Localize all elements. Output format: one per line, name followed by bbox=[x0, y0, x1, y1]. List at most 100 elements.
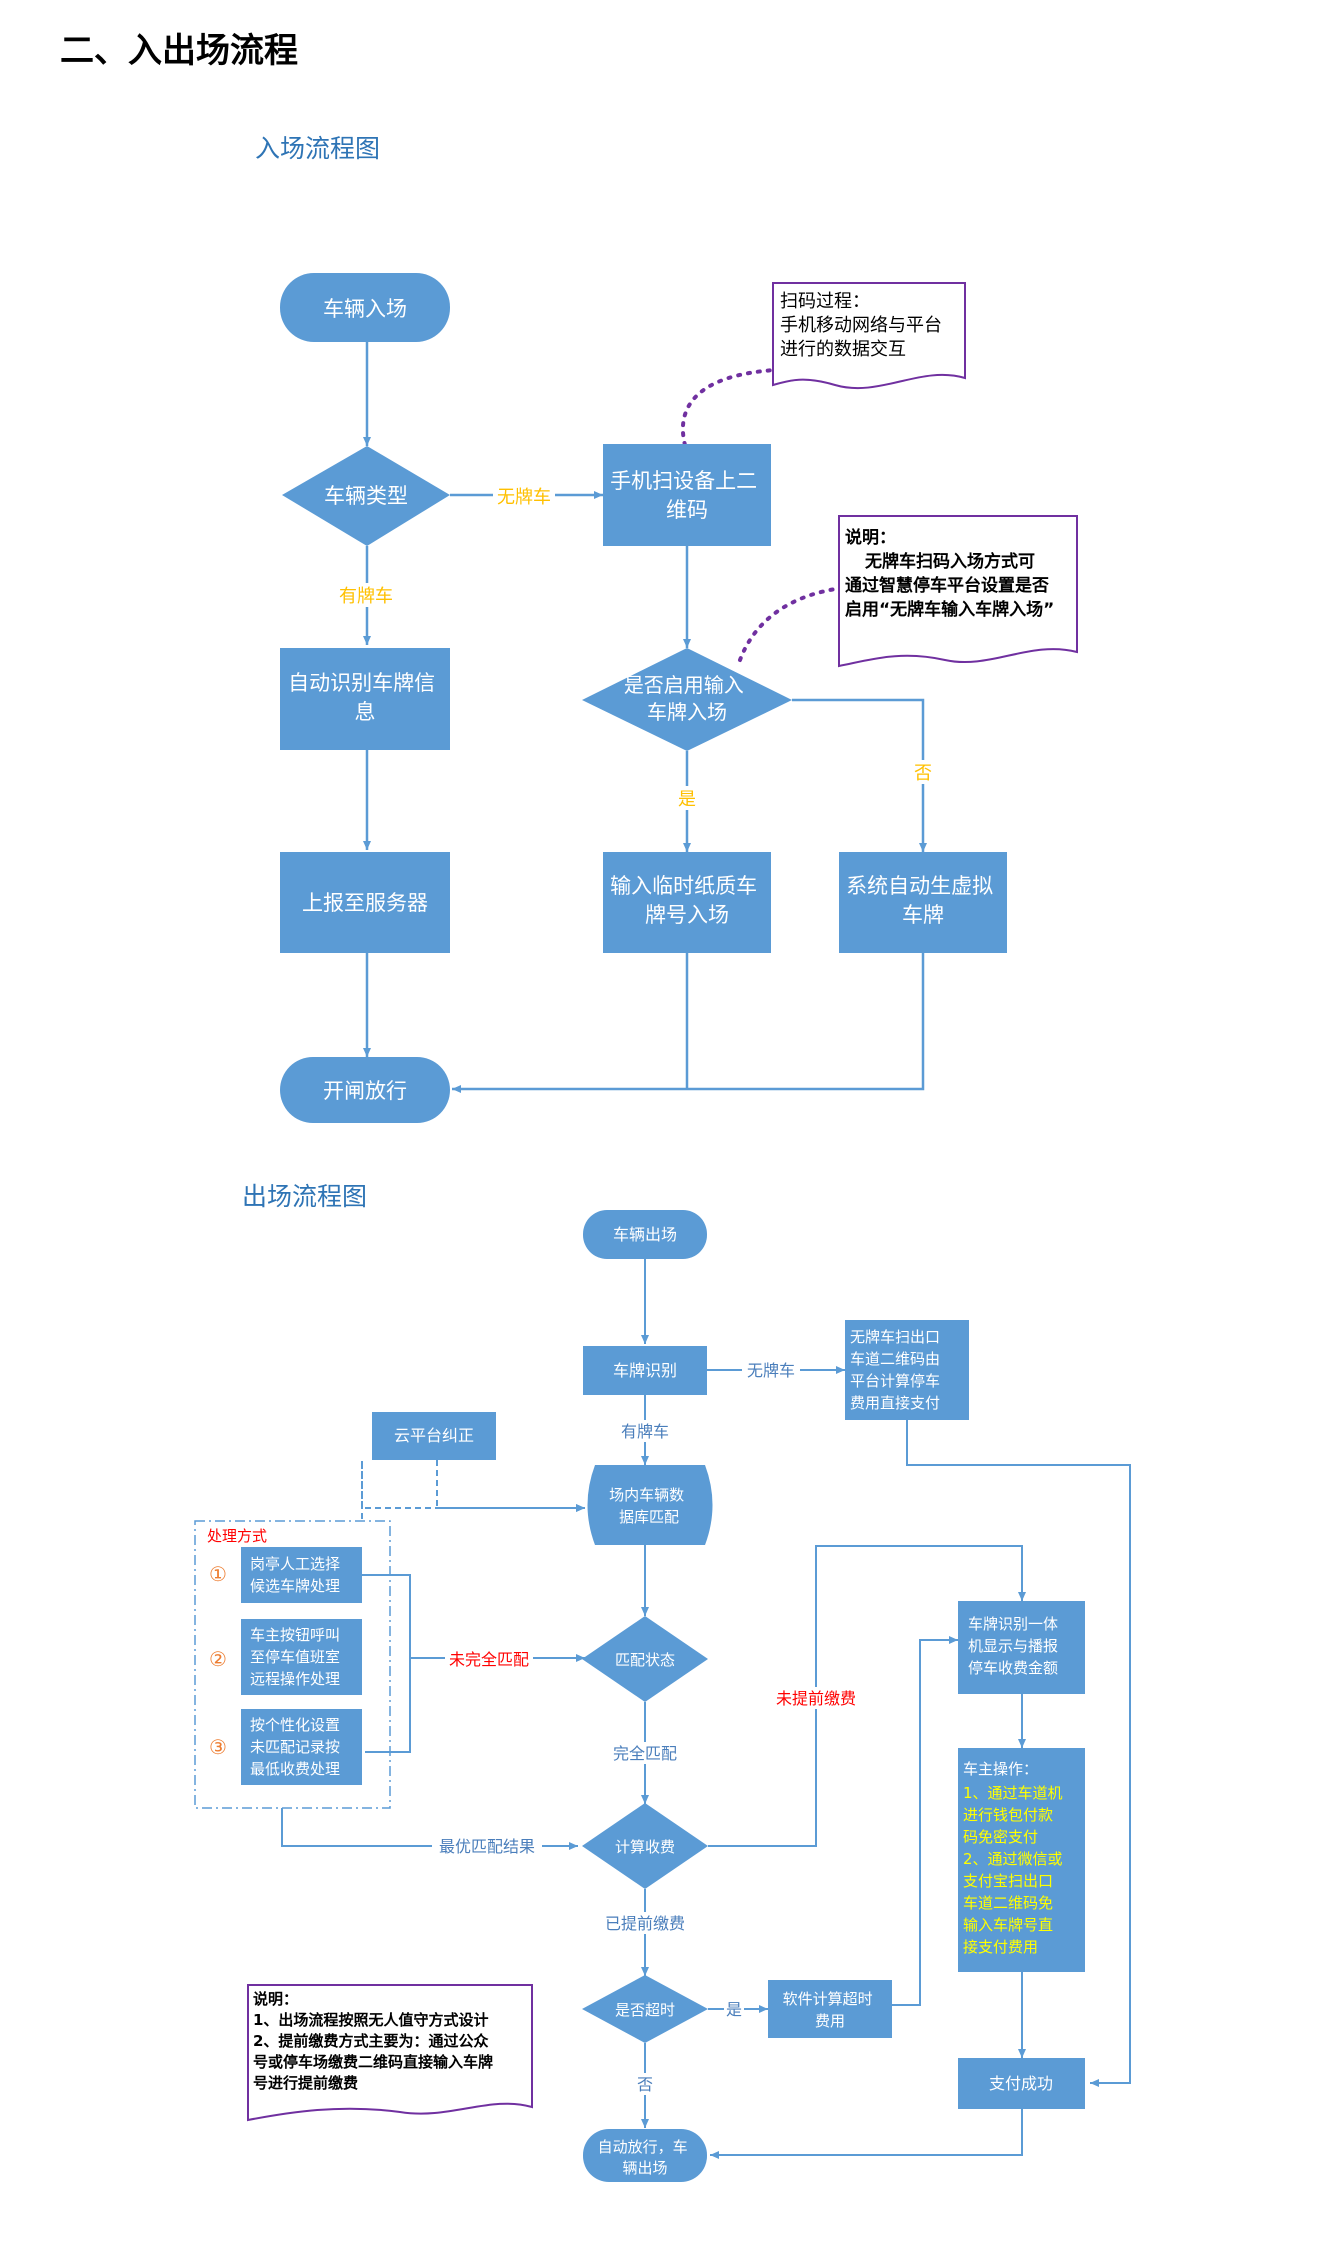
full-match-bg bbox=[605, 1742, 685, 1764]
display-box-text: 车牌识别一体 机显示与播报 停车收费金额 bbox=[968, 1615, 1063, 1677]
method-1-num: ① bbox=[209, 1562, 227, 1586]
auto-recognize-box bbox=[280, 648, 450, 750]
calc-fee-text: 计算收费 bbox=[615, 1838, 675, 1856]
timeout-no-label: 否 bbox=[637, 2075, 653, 2094]
yes-label-bg bbox=[676, 786, 698, 810]
dashed-connector bbox=[436, 1460, 585, 1512]
note-scan-process bbox=[772, 282, 966, 390]
note-explain-text: 说明： 无牌车扫码入场方式可 通过智慧停车平台设置是否 启用“无牌车输入车牌入场… bbox=[845, 527, 1055, 620]
open-gate-node bbox=[280, 1057, 450, 1123]
connector bbox=[906, 1420, 1131, 2087]
connector bbox=[710, 2109, 1023, 2159]
match-status-text: 匹配状态 bbox=[615, 1651, 675, 1669]
soft-calc-text: 软件计算超时 费用 bbox=[783, 1990, 878, 2030]
entry-title: 入场流程图 bbox=[255, 134, 380, 163]
report-server-text: 上报至服务器 bbox=[302, 891, 428, 915]
method-3-num: ③ bbox=[209, 1735, 227, 1759]
exit-start-label: 车辆出场 bbox=[613, 1225, 677, 1244]
owner-ops-text: 车主操作： 1、通过车道机 进行钱包付款 码免密支付 2、通过微信或 支付宝扫出… bbox=[963, 1760, 1067, 1956]
connector bbox=[708, 1545, 1026, 1847]
plate-recognize-box bbox=[583, 1346, 707, 1395]
no-plate-box-text: 无牌车扫出口 车道二维码由 平台计算停车 费用直接支付 bbox=[850, 1328, 945, 1412]
yes-label: 是 bbox=[678, 789, 696, 810]
section-title: 二、入出场流程 bbox=[60, 31, 298, 71]
methods-group bbox=[194, 1520, 391, 1809]
note-explain bbox=[838, 515, 1078, 668]
auto-virtual-text: 系统自动生虚拟 车牌 bbox=[846, 874, 1000, 927]
report-server-box bbox=[280, 852, 450, 953]
exit-note-text: 说明： 1、出场流程按照无人值守方式设计 2、提前缴费方式主要为：通过公众 号或… bbox=[253, 1990, 498, 2092]
db-match-node bbox=[587, 1465, 713, 1545]
connector bbox=[892, 1636, 958, 2006]
callout-line bbox=[738, 586, 844, 662]
timeout-text: 是否超时 bbox=[615, 2001, 675, 2019]
not-prepaid-bg bbox=[770, 1687, 862, 1709]
auto-release-node bbox=[583, 2129, 707, 2182]
no-plate-label: 无牌车 bbox=[497, 487, 551, 508]
connector bbox=[362, 1460, 585, 1508]
pay-success-text: 支付成功 bbox=[989, 2074, 1053, 2093]
scan-qr-box bbox=[603, 444, 771, 546]
method-1-box bbox=[241, 1547, 362, 1603]
enable-input-text: 是否启用输入 车牌入场 bbox=[624, 673, 750, 724]
not-prepaid-label: 未提前缴费 bbox=[776, 1689, 856, 1708]
method-3-box bbox=[241, 1709, 362, 1785]
db-match-text: 场内车辆数 据库匹配 bbox=[609, 1486, 689, 1526]
exit-start-node bbox=[583, 1210, 707, 1259]
scan-qr-text: 手机扫设备上二 维码 bbox=[610, 469, 764, 522]
method-1-text: 岗亭人工选择 候选车牌处理 bbox=[250, 1555, 345, 1595]
prepaid-label: 已提前缴费 bbox=[605, 1914, 685, 1933]
method-3-text: 按个性化设置 未匹配记录按 最低收费处理 bbox=[250, 1716, 345, 1778]
input-temp-text: 输入临时纸质车 牌号入场 bbox=[610, 874, 764, 927]
no-label-bg bbox=[912, 760, 934, 784]
connector bbox=[361, 1460, 585, 1519]
connector bbox=[452, 953, 925, 1093]
no-plate-box bbox=[845, 1320, 969, 1420]
exit-title: 出场流程图 bbox=[242, 1182, 367, 1211]
match-status-decision bbox=[582, 1616, 708, 1702]
method-2-box bbox=[241, 1619, 362, 1695]
start-node bbox=[280, 273, 450, 342]
vehicle-type-label: 车辆类型 bbox=[324, 484, 408, 508]
plate-recognize-text: 车牌识别 bbox=[613, 1361, 677, 1380]
best-result-label: 最优匹配结果 bbox=[439, 1837, 535, 1856]
auto-release-text: 自动放行，车 辆出场 bbox=[598, 2138, 693, 2177]
connector bbox=[362, 1574, 411, 1753]
no-plate-label-bg bbox=[742, 1359, 800, 1381]
calc-fee-decision bbox=[582, 1803, 708, 1889]
display-box bbox=[958, 1601, 1085, 1694]
start-node-label: 车辆入场 bbox=[323, 297, 407, 321]
pay-success-box bbox=[958, 2058, 1085, 2109]
enable-input-decision bbox=[582, 648, 792, 751]
connector bbox=[792, 698, 927, 852]
vehicle-type-decision bbox=[282, 446, 450, 546]
prepaid-bg bbox=[598, 1912, 692, 1934]
no-plate-label-bg bbox=[493, 484, 555, 508]
methods-title: 处理方式 bbox=[207, 1527, 267, 1545]
exit-has-plate-label: 有牌车 bbox=[621, 1422, 669, 1441]
owner-ops-box bbox=[958, 1748, 1085, 1972]
cloud-correct-text: 云平台纠正 bbox=[394, 1426, 474, 1445]
open-gate-label: 开闸放行 bbox=[323, 1079, 407, 1103]
input-temp-box bbox=[603, 852, 771, 953]
method-2-text: 车主按钮呼叫 至停车值班室 远程操作处理 bbox=[250, 1626, 345, 1688]
has-plate-label-bg bbox=[615, 1420, 675, 1442]
soft-calc-box bbox=[768, 1980, 892, 2038]
has-plate-label-bg bbox=[333, 583, 399, 607]
callout-line bbox=[680, 368, 777, 447]
not-full-match-bg bbox=[445, 1648, 533, 1670]
auto-virtual-box bbox=[839, 852, 1007, 953]
timeout-yes-bg bbox=[724, 1998, 744, 2020]
not-full-match-label: 未完全匹配 bbox=[449, 1650, 529, 1669]
exit-no-plate-label: 无牌车 bbox=[747, 1361, 795, 1380]
method-2-num: ② bbox=[209, 1647, 227, 1671]
no-label: 否 bbox=[914, 763, 932, 784]
cloud-correct-box bbox=[372, 1412, 496, 1460]
note-scan-process-text: 扫码过程： 手机移动网络与平台 进行的数据交互 bbox=[780, 291, 948, 360]
best-result-bg bbox=[432, 1836, 542, 1858]
timeout-decision bbox=[582, 1975, 708, 2043]
timeout-no-bg bbox=[635, 2073, 655, 2095]
auto-recognize-text: 自动识别车牌信 息 bbox=[288, 671, 442, 724]
full-match-label: 完全匹配 bbox=[613, 1744, 677, 1763]
